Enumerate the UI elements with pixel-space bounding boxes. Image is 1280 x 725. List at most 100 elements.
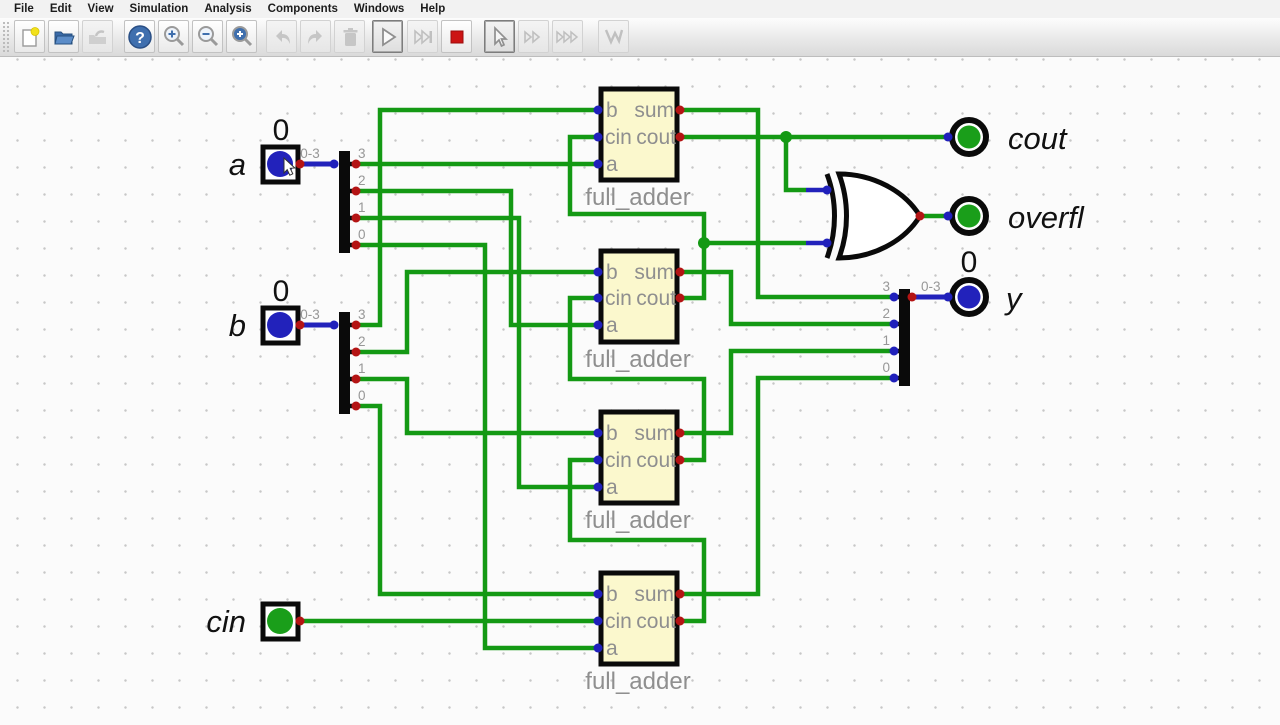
output-overfl-lamp <box>957 204 981 228</box>
pin-label-sum: sum <box>634 99 674 122</box>
bit-label: 1 <box>358 200 366 215</box>
zoom-in-button[interactable] <box>158 20 189 53</box>
pin-label-b: b <box>606 422 618 445</box>
xor-body <box>835 171 923 261</box>
zoom-fit-button[interactable] <box>226 20 257 53</box>
wire-a2 <box>356 188 598 328</box>
input-a[interactable]: 0 a <box>229 114 301 185</box>
redo-icon <box>307 29 322 44</box>
full-adder-label: full_adder <box>585 346 690 373</box>
full-adder-label: full_adder <box>585 668 690 695</box>
wire-sum0 <box>680 375 894 597</box>
wire-carry2-to-fa3cin <box>567 134 707 243</box>
step-faster-button <box>552 20 583 53</box>
wire-b1 <box>356 376 598 436</box>
output-y: 0 y <box>949 246 1024 317</box>
delete-button <box>334 20 365 53</box>
zoom-out-icon <box>197 25 218 46</box>
output-cout-lamp <box>957 125 981 149</box>
wire-b0 <box>356 403 598 597</box>
zoom-fit-icon <box>231 25 252 46</box>
output-cout-label: cout <box>1008 121 1068 156</box>
input-b-toggle[interactable] <box>267 312 293 338</box>
signal-wires <box>300 107 948 651</box>
open-file-button[interactable] <box>48 20 79 53</box>
new-file-button[interactable] <box>14 20 45 53</box>
menu-view[interactable]: View <box>87 2 114 15</box>
input-cin[interactable]: cin <box>206 601 301 642</box>
splitter-range-label: 0-3 <box>300 307 320 322</box>
menu-edit[interactable]: Edit <box>49 2 72 15</box>
pin-label-a: a <box>606 314 618 337</box>
zoom-in-icon <box>163 25 184 46</box>
menu-windows[interactable]: Windows <box>353 2 405 15</box>
splitter-range-label: 0-3 <box>921 279 941 294</box>
menu-components[interactable]: Components <box>267 2 338 15</box>
zoom-out-button[interactable] <box>192 20 223 53</box>
stop-icon <box>450 30 463 43</box>
start-simulation-button[interactable] <box>372 20 403 53</box>
bit-label: 2 <box>358 334 366 349</box>
input-cin-label: cin <box>206 604 246 639</box>
wire-sum2 <box>680 269 894 327</box>
input-b-value: 0 <box>273 275 290 308</box>
help-icon: ? <box>127 24 152 49</box>
bit-label: 0 <box>882 360 890 375</box>
pin-label-cin: cin <box>605 610 632 633</box>
output-y-lamp <box>957 285 981 309</box>
schematic-canvas[interactable]: 0-3 3 2 1 0 0-3 3 2 1 0 3 2 1 0 0-3 b su… <box>0 57 1280 720</box>
menu-analysis[interactable]: Analysis <box>204 2 252 15</box>
pin-label-cout: cout <box>636 287 676 310</box>
bit-label: 0 <box>358 388 366 403</box>
new-file-icon <box>21 26 39 47</box>
pin-label-b: b <box>606 261 618 284</box>
wire-b2 <box>356 269 598 355</box>
undo-button <box>266 20 297 53</box>
step-gate-button[interactable] <box>484 20 515 53</box>
input-b-label: b <box>229 308 246 343</box>
bit-label: 3 <box>882 279 890 294</box>
pin-label-b: b <box>606 99 618 122</box>
schematic: 0-3 3 2 1 0 0-3 3 2 1 0 3 2 1 0 0-3 b su… <box>206 86 1085 695</box>
save-file-button <box>82 20 113 53</box>
wire-cout-to-xor <box>783 137 806 193</box>
redo-button <box>300 20 331 53</box>
pin-label-cout: cout <box>636 449 676 472</box>
input-cin-toggle[interactable] <box>267 608 293 634</box>
full-adder-3[interactable]: b sum cin cout a full_adder <box>585 86 691 211</box>
wire-sum3 <box>680 107 894 300</box>
fast-forward-icon <box>413 28 432 45</box>
toolbar: ? <box>0 18 1280 57</box>
play-icon <box>381 26 397 47</box>
wire-sum1 <box>680 348 894 436</box>
output-cout: cout <box>949 117 1068 157</box>
stop-simulation-button[interactable] <box>441 20 472 53</box>
output-overfl-label: overfl <box>1008 200 1085 235</box>
wire-b3 <box>356 107 598 328</box>
output-y-label: y <box>1004 281 1024 316</box>
toolbar-gripper[interactable] <box>2 21 11 53</box>
menu-help[interactable]: Help <box>420 2 446 15</box>
full-adder-2[interactable]: b sum cin cout a full_adder <box>585 248 691 373</box>
open-folder-icon <box>53 31 75 44</box>
save-icon <box>88 29 106 44</box>
output-pin-dots <box>295 105 925 626</box>
step-fast-button <box>518 20 549 53</box>
help-button[interactable]: ? <box>124 20 155 53</box>
pin-label-a: a <box>606 153 618 176</box>
output-y-value: 0 <box>961 246 978 279</box>
menu-file[interactable]: File <box>14 2 34 15</box>
pin-label-a: a <box>606 637 618 660</box>
graph-flag-icon <box>604 29 623 45</box>
splitter-range-label: 0-3 <box>300 146 320 161</box>
input-b[interactable]: 0 b <box>229 275 301 346</box>
run-to-break-button <box>407 20 438 53</box>
bit-label: 2 <box>358 173 366 188</box>
menu-simulation[interactable]: Simulation <box>129 2 189 15</box>
pin-label-cout: cout <box>636 610 676 633</box>
measurement-graph-button <box>598 20 629 53</box>
pin-label-cin: cin <box>605 449 632 472</box>
svg-text:?: ? <box>135 30 145 47</box>
menu-bar: File Edit View Simulation Analysis Compo… <box>0 0 1280 18</box>
xor-gate[interactable] <box>824 171 923 261</box>
